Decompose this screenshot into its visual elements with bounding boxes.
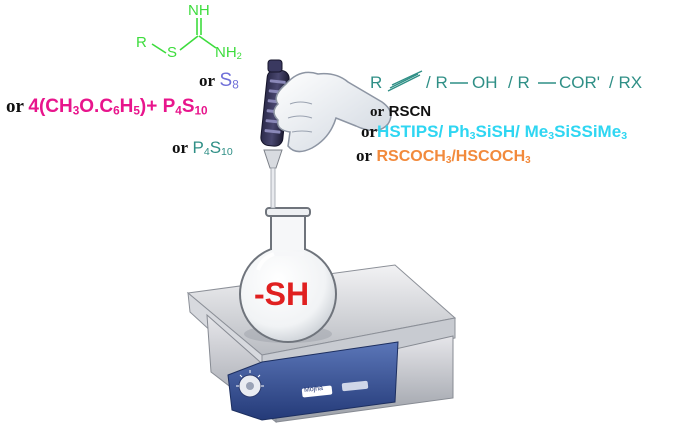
reagent-alcohol-prefix: / R	[426, 73, 448, 92]
structure-s-label: S	[167, 44, 178, 61]
bond-s-c	[179, 35, 199, 51]
reagent-ketone-cor: COR'	[559, 73, 601, 92]
isothiourea-structure	[151, 18, 217, 54]
structure-amine-label: NH2	[215, 44, 242, 61]
bond-c-nh2	[198, 35, 217, 49]
brand-badge	[301, 385, 333, 398]
reagent-s8: or S8	[199, 70, 239, 92]
indicator-plate	[341, 380, 369, 392]
round-bottom-flask-icon	[239, 207, 337, 343]
reagent-ketone-prefix: / R	[508, 73, 530, 92]
reagent-p4s10: or P4S10	[172, 138, 233, 159]
reagent-alcohol-oh: OH	[472, 73, 498, 92]
reagent-lawesson: or 4(CH3O.C6H5)+ P4S10	[6, 96, 208, 118]
reagent-thioacetates: or RSCOCH3/HSCOCH3	[356, 146, 531, 166]
reagent-halide: / RX	[609, 73, 643, 92]
reagent-rscn: or RSCN	[370, 103, 432, 120]
reagent-silanes: orHSTIPS/ Ph3SiSH/ Me3SiSSiMe3	[361, 122, 628, 143]
reagent-alkyne-r: R	[370, 73, 383, 92]
glove-hand-icon	[273, 71, 392, 153]
thiol-product-label: -SH	[254, 276, 310, 312]
structure-r-label: R	[136, 34, 147, 51]
bond-r-s	[151, 43, 167, 54]
structure-imine-label: NH	[188, 2, 210, 19]
pipette-icon	[260, 59, 290, 209]
alkyne-triple-bond-icon	[387, 70, 423, 92]
